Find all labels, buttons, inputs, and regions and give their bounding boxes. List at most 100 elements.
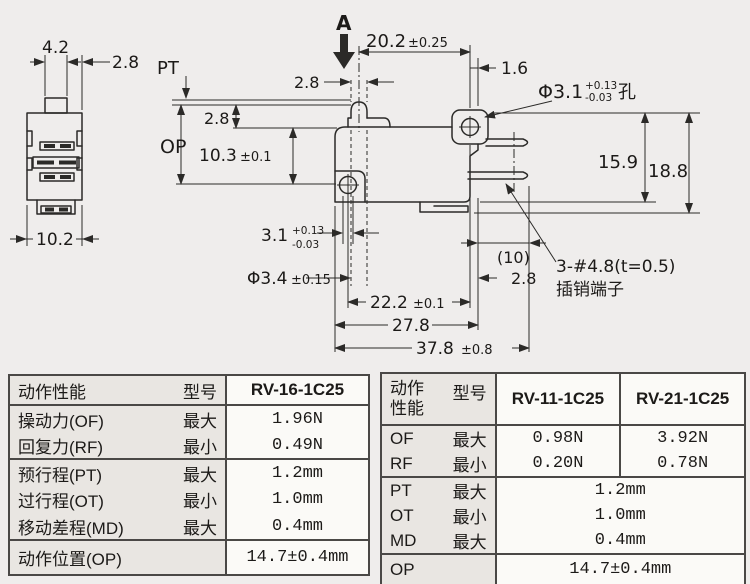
spec-cond: 最大	[183, 518, 217, 538]
dim-total-length-tol: ±0.8	[461, 343, 493, 358]
spec-cond: 最小	[452, 508, 487, 527]
terminal-note-line1: 3-#4.8(t=0.5)	[556, 257, 675, 277]
model-label: 型号	[183, 382, 217, 402]
spec-cond: 最大	[452, 431, 487, 450]
front-body	[26, 112, 83, 201]
dim-terminal-offset: 2.8	[511, 269, 536, 288]
spec-name: MD	[390, 530, 417, 550]
spec-value: 1.2mm	[226, 458, 369, 486]
spec-cond: 最小	[183, 437, 217, 457]
front-view: 4.2 2.8 10.2	[10, 38, 139, 250]
model-label: 型号	[452, 383, 487, 403]
table-header-row: 动作 性能 型号 RV-11-1C25 RV-21-1C25	[381, 372, 745, 425]
terminal-note-line2: 插销端子	[556, 280, 624, 300]
dim-front-plunger-width: 4.2	[42, 38, 69, 58]
spec-row: 回复力(RF) 最小 0.49N	[9, 432, 369, 459]
spec-table-dual: 动作 性能 型号 RV-11-1C25 RV-21-1C25 OF 最大 0.9…	[380, 372, 746, 584]
spec-value: 0.20N	[495, 451, 622, 477]
dim-hole-to-edge: 1.6	[501, 59, 528, 79]
spec-row: OT 最小 1.0mm	[381, 503, 745, 528]
dim-hole-dia-tol-plus: +0.13	[292, 225, 324, 237]
spec-name: OP	[390, 559, 415, 579]
spec-name: 移动差程(MD)	[18, 518, 124, 538]
spec-cond: 最小	[183, 492, 217, 511]
operating-position-label: OP	[160, 136, 186, 158]
press-point-label: A	[336, 11, 352, 35]
spec-row: MD 最大 0.4mm	[381, 528, 745, 554]
spec-name: 预行程(PT)	[18, 465, 103, 485]
spec-value: 0.98N	[495, 424, 622, 451]
hole-callout: Φ3.1	[538, 81, 583, 103]
spec-value: 1.96N	[226, 404, 369, 432]
spec-row: OF 最大 0.98N 3.92N	[381, 424, 745, 451]
spec-value: 14.7±0.4mm	[495, 553, 745, 584]
dim-hole-span-tol: ±0.1	[413, 297, 445, 312]
terminal-pin-middle	[467, 171, 529, 180]
table-title-line1: 动作	[390, 378, 424, 398]
hole-callout-tol-plus: +0.13	[585, 80, 617, 92]
dim-overtravel-step: 2.8	[204, 109, 229, 128]
dim-height-body: 15.9	[598, 152, 638, 173]
dim-top-to-hole-tol: ±0.1	[240, 150, 272, 165]
spec-name: RF	[390, 453, 413, 473]
spec-name: 操动力(OF)	[18, 411, 104, 431]
dim-terminal-length: (10)	[497, 248, 530, 267]
mounting-boss-left	[334, 170, 366, 203]
terminal-pin-top	[485, 138, 529, 147]
table-title-line2: 性能	[390, 399, 424, 418]
spec-row: RF 最小 0.20N 0.78N	[381, 451, 745, 477]
spec-name: 回复力(RF)	[18, 437, 103, 457]
pretravel-label: PT	[157, 58, 180, 79]
spec-cond: 最大	[452, 533, 487, 552]
plunger-collar	[347, 117, 391, 128]
table-title: 动作性能	[18, 382, 86, 402]
dim-plunger-width: 2.8	[294, 73, 319, 92]
spec-name: 动作位置(OP)	[18, 550, 122, 569]
spec-value: 3.92N	[620, 424, 745, 451]
spec-row: 动作位置(OP) 14.7±0.4mm	[9, 539, 369, 575]
spec-name: 过行程(OT)	[18, 492, 104, 511]
dim-front-edge-offset: 2.8	[112, 53, 139, 73]
spec-value: 1.0mm	[271, 490, 323, 509]
hole-callout-tol-minus: -0.03	[585, 92, 612, 104]
mounting-boss-right	[451, 109, 489, 145]
spec-name: PT	[390, 480, 412, 500]
side-view: A 20.2 ±0.25 2.8 1.6 Φ3.1 +0.13 -0.03 孔 …	[157, 11, 700, 359]
dim-hole-span: 22.2	[370, 293, 408, 313]
hole-callout-suffix: 孔	[618, 82, 636, 103]
spec-row: 过行程(OT) 最小 1.0mm	[9, 486, 369, 513]
dim-body-length: 27.8	[392, 316, 430, 336]
spec-cond: 最大	[452, 483, 487, 502]
dim-hole-dia-tol-minus: -0.03	[292, 239, 319, 251]
table-header-row: 动作性能 型号 RV-16-1C25	[9, 374, 369, 405]
dim-plunger-to-hole: 20.2	[366, 31, 406, 52]
spec-row: OP 14.7±0.4mm	[381, 553, 745, 584]
model-name: RV-11-1C25	[495, 372, 622, 425]
spec-row: 操动力(OF) 最大 1.96N	[9, 404, 369, 432]
spec-value: 1.0mm	[594, 506, 646, 525]
front-plunger	[44, 97, 68, 114]
dim-plunger-dia: Φ3.4	[247, 269, 287, 289]
dim-hole-dia: 3.1	[261, 226, 288, 246]
spec-cond: 最大	[183, 465, 217, 485]
spec-row: PT 最大 1.2mm	[381, 476, 745, 503]
spec-value: 0.4mm	[271, 516, 323, 536]
model-name: RV-21-1C25	[620, 372, 745, 425]
spec-value: 0.49N	[271, 435, 323, 455]
spec-name: OF	[390, 428, 414, 448]
dim-plunger-to-hole-tol: ±0.25	[408, 36, 448, 51]
spec-value: 14.7±0.4mm	[226, 539, 369, 575]
front-bottom-terminal	[36, 199, 76, 215]
model-name: RV-16-1C25	[226, 374, 369, 405]
switch-body	[334, 126, 479, 203]
press-direction-arrow	[333, 34, 355, 69]
spec-row: 移动差程(MD) 最大 0.4mm	[9, 513, 369, 540]
spec-row: 预行程(PT) 最大 1.2mm	[9, 458, 369, 486]
spec-value: 0.78N	[657, 454, 709, 473]
spec-cond: 最小	[452, 456, 487, 475]
spec-name: OT	[390, 505, 414, 525]
spec-value: 1.2mm	[495, 476, 745, 503]
spec-value: 0.4mm	[594, 531, 646, 550]
front-terminal-slots	[32, 141, 80, 182]
